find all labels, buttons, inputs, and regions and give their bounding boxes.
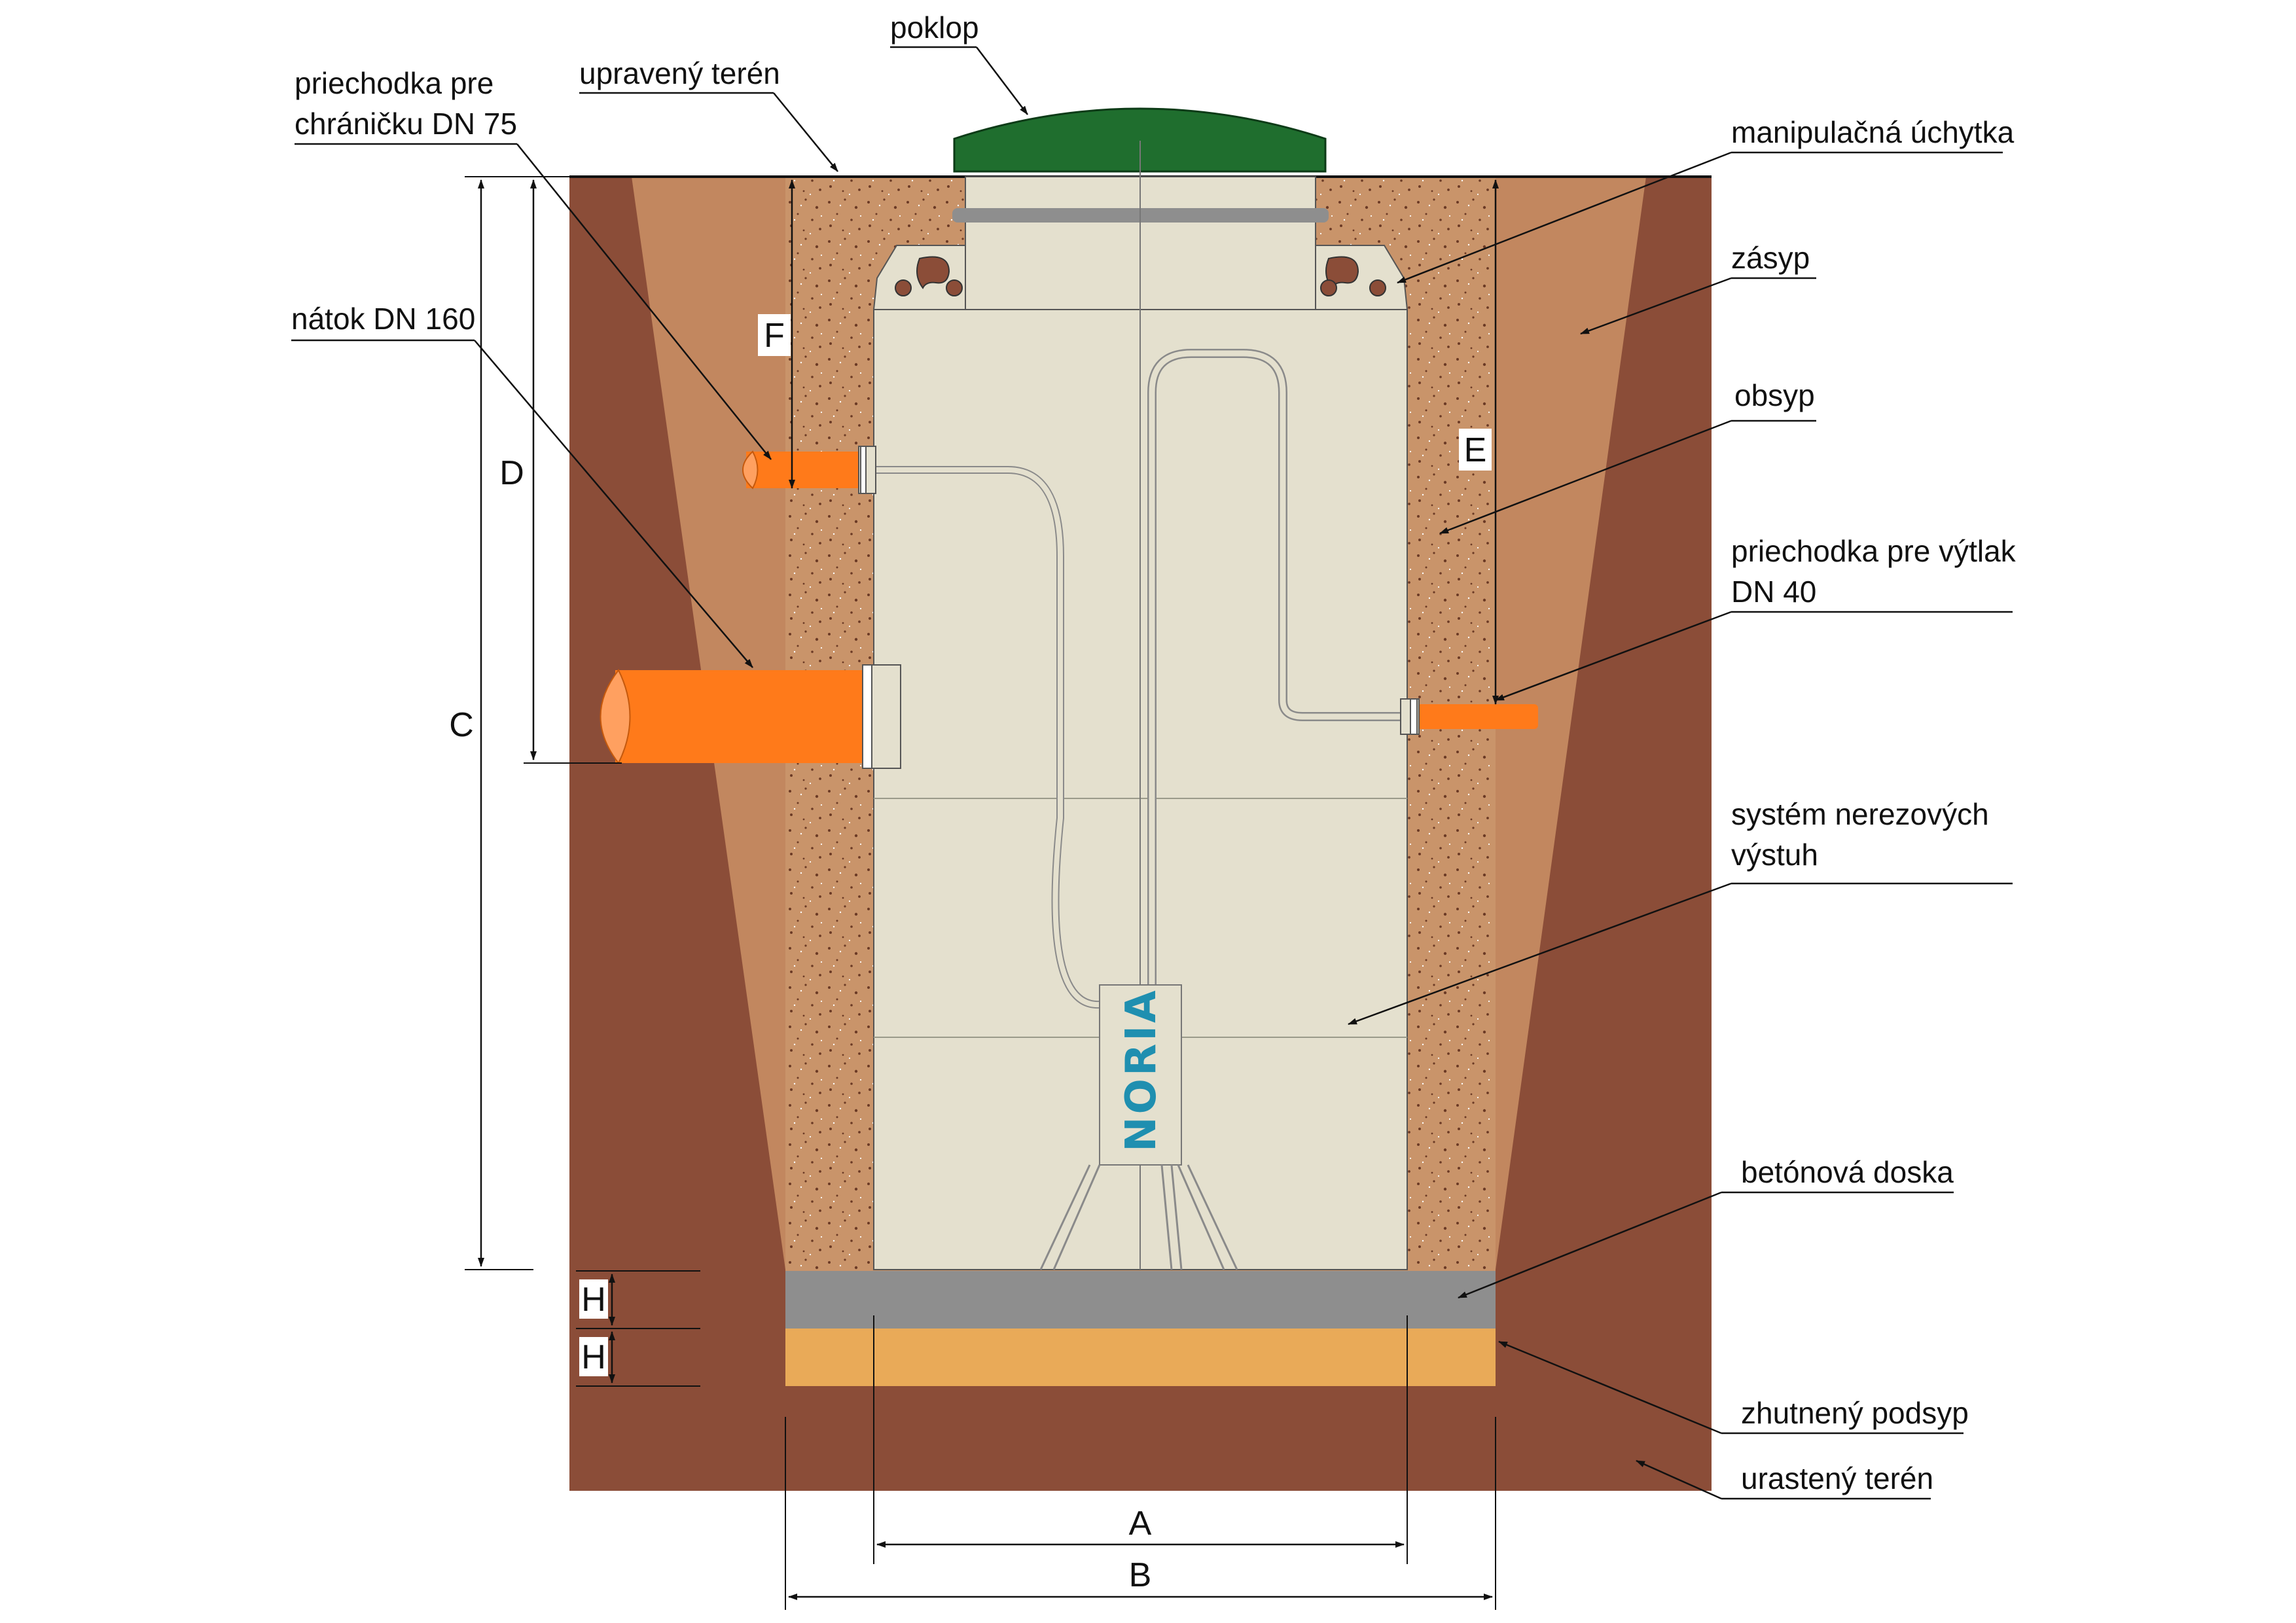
dim-d-bg	[495, 452, 528, 493]
dim-e-bg	[1459, 429, 1492, 471]
leader-zhutneny-podsyp-arrow	[1498, 1340, 1722, 1435]
leader-system-vystuh-arrow	[1348, 882, 1732, 1026]
label-manipulacna-uchytka: manipulačná úchytka	[1731, 115, 2015, 149]
label-obsyp: obsyp	[1734, 378, 1815, 412]
label-system-vystuh-line1: systém nerezových	[1731, 797, 1989, 831]
label-zasyp: zásyp	[1731, 241, 1810, 275]
pump-unit	[1099, 984, 1182, 1166]
cable-conduit-inner	[876, 467, 1100, 1008]
leader-natok-arrow	[474, 340, 753, 668]
label-poklop: poklop	[890, 10, 979, 45]
dim-h1-label: H	[581, 1281, 606, 1319]
dim-f-label: F	[764, 317, 785, 355]
leader-urasteny-teren-arrow	[1636, 1459, 1722, 1500]
label-upraveny-teren: upravený terén	[579, 56, 780, 90]
lid	[953, 107, 1327, 173]
concrete-slab	[785, 1271, 1496, 1329]
handling-bracket-left	[872, 245, 966, 310]
label-system-vystuh-line2: výstuh	[1731, 838, 1818, 872]
pressure-pipe-inner	[1149, 350, 1404, 995]
leader-zasyp-arrow	[1580, 277, 1732, 335]
label-priechodka-vytlak-line1: priechodka pre výtlak	[1731, 534, 2017, 568]
dim-f-bg	[758, 314, 791, 356]
leader-betonova-doska-arrow	[1458, 1191, 1722, 1299]
label-natok: nátok DN 160	[291, 302, 475, 336]
dim-h2-label: H	[581, 1338, 606, 1376]
dim-c-bg	[445, 704, 478, 745]
label-betonova-doska: betónová doska	[1741, 1155, 1954, 1189]
leader-poklop-arrow	[976, 46, 1028, 115]
label-zhutneny-podsyp: zhutnený podsyp	[1741, 1396, 1969, 1430]
compacted-bedding	[785, 1329, 1496, 1386]
inlet-dn160-pipe	[600, 664, 901, 769]
dim-h2-bg	[579, 1337, 608, 1376]
pump-stand	[1039, 1164, 1238, 1270]
label-urasteny-teren: urastený terén	[1741, 1461, 1933, 1495]
leader-manipulacna-uchytka-arrow	[1397, 151, 1732, 284]
dim-a-label: A	[1129, 1505, 1152, 1543]
dim-b-label: B	[1129, 1556, 1152, 1594]
leader-obsyp-arrow	[1439, 419, 1732, 535]
label-priechodka-chranicka-line1: priechodka pre	[295, 66, 493, 100]
handling-bracket-right	[1315, 245, 1408, 310]
conduit-dn75-pipe	[742, 446, 876, 494]
leader-priechodka-chranicka-arrow	[516, 143, 772, 460]
brand-logo: NORIA	[1117, 988, 1166, 1152]
dim-d-label: D	[499, 454, 524, 492]
dim-h1-bg	[579, 1279, 608, 1319]
label-priechodka-chranicka-line2: chráničku DN 75	[295, 107, 517, 141]
dim-e-label: E	[1464, 431, 1487, 469]
leader-priechodka-vytlak-arrow	[1495, 611, 1732, 702]
discharge-dn40-pipe	[1400, 698, 1538, 735]
label-priechodka-vytlak-line2: DN 40	[1731, 575, 1816, 609]
leader-upraveny-teren-arrow	[773, 92, 838, 172]
dim-c-label: C	[449, 706, 474, 744]
